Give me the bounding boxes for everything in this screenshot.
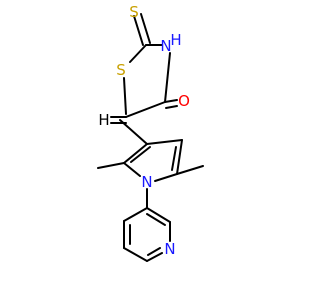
atom-label-s-thione: S <box>129 3 139 21</box>
bond-pyrrole-c3-c4 <box>146 139 183 145</box>
bond-c4-c5 <box>125 101 166 118</box>
bond-pyrrole-c5-n1 <box>154 173 178 182</box>
bond-pyridine-4-inner <box>147 247 161 256</box>
bond-carbonyl-a <box>164 99 178 103</box>
atom-label-s-ring: S <box>116 61 126 79</box>
bond-thione-double-a <box>133 15 144 46</box>
bond-n3-c4 <box>164 52 171 103</box>
bond-methyl-right <box>176 165 204 175</box>
atom-label-nh-n: N <box>160 37 171 55</box>
bond-pyridine-4 <box>146 252 163 262</box>
atom-label-n-pyridine: N <box>164 240 175 258</box>
atom-label-o-carbonyl: O <box>178 92 190 110</box>
bond-carbonyl-b <box>165 105 178 109</box>
bond-pyridine-3 <box>123 247 148 262</box>
bond-pyridine-6 <box>146 207 171 223</box>
bond-pyrrole-n1-c2 <box>123 162 141 177</box>
bond-pyridine-6-inner <box>146 213 166 226</box>
atom-label-nh-h: H <box>170 31 181 49</box>
molecule-canvas: S H N S O H N N <box>97 3 204 262</box>
bond-thione-double-b <box>140 13 151 44</box>
molecule-structure: S H N S O H N N <box>97 3 204 262</box>
atom-label-h-vinyl: H <box>98 111 109 129</box>
bond-methyl-left <box>97 162 125 169</box>
bond-vinyl-pyrrole <box>119 119 148 145</box>
bond-c2-s1 <box>129 44 147 63</box>
bond-s1-c5 <box>123 77 127 115</box>
bond-pyrrole-c2-c3-inner <box>130 146 151 163</box>
atom-label-n-pyrrole: N <box>141 173 152 191</box>
bond-pyrrole-c4-c5 <box>176 139 183 175</box>
bond-pyridine-1 <box>123 207 148 222</box>
bond-pyrrole-c4-c5-inner <box>171 146 177 171</box>
bond-pyrrole-c2-c3 <box>123 143 148 164</box>
